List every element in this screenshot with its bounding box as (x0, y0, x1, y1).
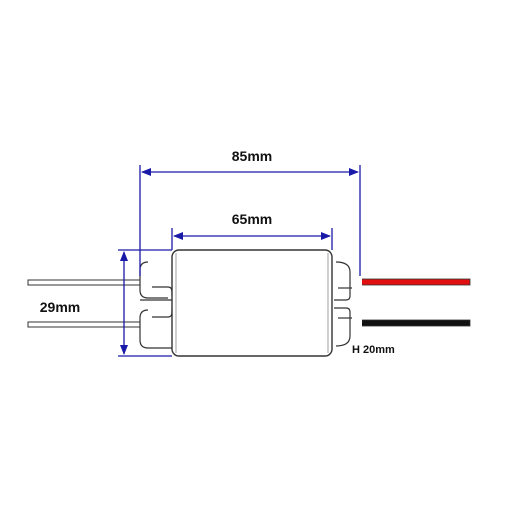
right-wires (349, 278, 471, 327)
negative-wire (349, 319, 471, 327)
body-length-extension-lines (171, 228, 333, 250)
left-wire-bottom (27, 321, 159, 328)
driver-body (171, 249, 333, 357)
width-label: 29mm (40, 299, 80, 315)
overall-length-extension-lines (139, 165, 361, 276)
overall-length-label: 85mm (232, 148, 272, 164)
width-extension-lines (118, 249, 172, 357)
left-wire-top (27, 279, 159, 286)
positive-wire (349, 278, 471, 286)
left-end-cap (139, 256, 175, 350)
height-label: H 20mm (352, 344, 395, 356)
right-end-cap (330, 256, 362, 350)
body-length-label: 65mm (232, 211, 272, 227)
